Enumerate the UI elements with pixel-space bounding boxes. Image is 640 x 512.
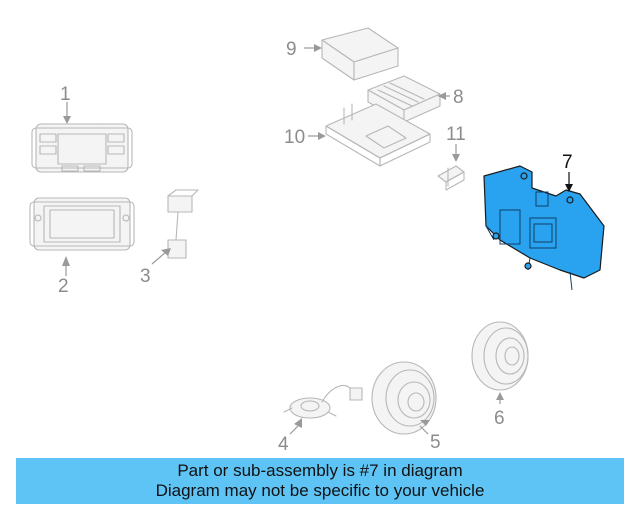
mounting-bracket[interactable] <box>325 103 431 167</box>
antenna-connector[interactable] <box>167 189 199 259</box>
callout-label: 1 <box>60 84 71 105</box>
head-unit-b[interactable] <box>29 197 135 251</box>
tweeter-speaker[interactable] <box>283 385 363 419</box>
callout-11: 11 <box>446 124 466 162</box>
callout-10: 10 <box>284 127 326 148</box>
callout-2: 2 <box>58 256 70 297</box>
callout-label: 11 <box>446 124 466 145</box>
callout-label: 4 <box>278 434 289 455</box>
callout-9: 9 <box>286 39 322 60</box>
callout-label: 9 <box>286 39 297 60</box>
callout-label: 2 <box>58 276 69 297</box>
banner-line-disclaimer: Diagram may not be specific to your vehi… <box>155 481 485 500</box>
banner-line-part-number: Part or sub-assembly is #7 in diagram <box>177 461 463 480</box>
door-speaker[interactable] <box>471 321 529 391</box>
control-module[interactable] <box>321 27 399 81</box>
callout-label: 5 <box>430 432 441 453</box>
callout-label: 6 <box>494 408 505 429</box>
callout-6: 6 <box>494 392 505 429</box>
callout-4: 4 <box>278 418 302 455</box>
callout-label: 3 <box>140 266 151 287</box>
mid-speaker[interactable] <box>371 361 437 435</box>
callout-7: 7 <box>562 152 573 192</box>
callout-8: 8 <box>438 87 464 108</box>
small-bracket[interactable] <box>437 165 465 191</box>
info-banner: Part or sub-assembly is #7 in diagram Di… <box>16 458 624 504</box>
callout-1: 1 <box>60 84 71 124</box>
callout-5: 5 <box>419 420 441 453</box>
head-unit-a[interactable] <box>31 123 133 173</box>
highlighted-module[interactable] <box>483 165 605 291</box>
callout-label: 7 <box>562 152 573 173</box>
callout-label: 8 <box>453 87 464 108</box>
parts-diagram: 1 2 3 9 <box>29 27 605 455</box>
callout-3: 3 <box>140 248 171 287</box>
callout-label: 10 <box>284 127 305 148</box>
